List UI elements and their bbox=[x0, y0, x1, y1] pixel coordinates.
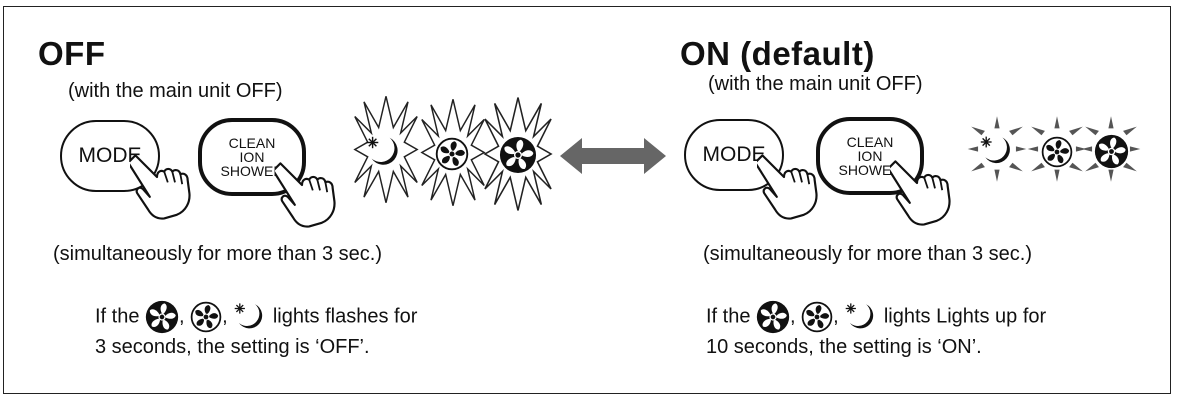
fan-outline-icon bbox=[1041, 136, 1073, 168]
separator: , bbox=[833, 305, 839, 328]
sleep-moon-icon bbox=[844, 300, 878, 334]
fan-outline-icon bbox=[435, 137, 469, 171]
fan-solid-icon bbox=[145, 300, 179, 334]
on-note-line2: 10 seconds, the setting is ‘ON’. bbox=[706, 336, 982, 358]
separator: , bbox=[222, 305, 228, 328]
on-title: ON (default) bbox=[680, 35, 875, 72]
clean-label-line2: ION bbox=[857, 148, 883, 164]
off-note: If the , , lights flashes for 3 seconds,… bbox=[95, 300, 417, 360]
clean-label-line3: SHOWER bbox=[220, 163, 284, 179]
mode-button-label: MODE bbox=[702, 143, 766, 166]
on-note-prefix: If the bbox=[706, 305, 751, 328]
off-panel: OFF (with the main unit OFF) MODE CLEAN … bbox=[0, 0, 560, 402]
on-note: If the , , lights Lights up for 10 secon… bbox=[706, 300, 1046, 360]
on-simultaneous-text: (simultaneously for more than 3 sec.) bbox=[703, 243, 1033, 265]
pressing-hand-icon bbox=[275, 158, 347, 230]
on-subtitle: (with the main unit OFF) bbox=[708, 73, 923, 95]
clean-ion-shower-button[interactable]: CLEAN ION SHOWER bbox=[816, 117, 924, 195]
double-arrow-icon bbox=[560, 138, 666, 174]
on-note-suffix: lights Lights up for bbox=[883, 305, 1047, 328]
off-note-line2: 3 seconds, the setting is ‘OFF’. bbox=[95, 336, 370, 358]
mode-button-label: MODE bbox=[78, 144, 142, 167]
diagram-frame bbox=[3, 6, 1171, 394]
separator: , bbox=[790, 305, 796, 328]
off-title: OFF bbox=[38, 35, 106, 72]
on-panel: ON (default) (with the main unit OFF) MO… bbox=[640, 0, 1178, 402]
sleep-moon-icon bbox=[233, 300, 267, 334]
clean-label-line2: ION bbox=[239, 149, 265, 165]
clean-label-line1: CLEAN bbox=[846, 134, 894, 150]
fan-solid-icon bbox=[499, 136, 537, 174]
sleep-moon-icon bbox=[365, 133, 403, 171]
separator: , bbox=[179, 305, 185, 328]
off-subtitle: (with the main unit OFF) bbox=[68, 80, 283, 102]
off-simultaneous-text: (simultaneously for more than 3 sec.) bbox=[53, 243, 383, 265]
fan-solid-icon bbox=[756, 300, 790, 334]
fan-outline-icon bbox=[190, 301, 222, 333]
off-note-prefix: If the bbox=[95, 305, 140, 328]
clean-label-line1: CLEAN bbox=[228, 135, 276, 151]
pressing-hand-icon bbox=[890, 156, 962, 228]
off-note-suffix: lights flashes for bbox=[272, 305, 418, 328]
pressing-hand-icon bbox=[130, 150, 202, 222]
sleep-moon-icon bbox=[979, 133, 1015, 169]
fan-solid-icon bbox=[1094, 134, 1129, 169]
mode-button[interactable]: MODE bbox=[684, 119, 784, 191]
fan-outline-icon bbox=[801, 301, 833, 333]
clean-label-line3: SHOWER bbox=[838, 162, 902, 178]
